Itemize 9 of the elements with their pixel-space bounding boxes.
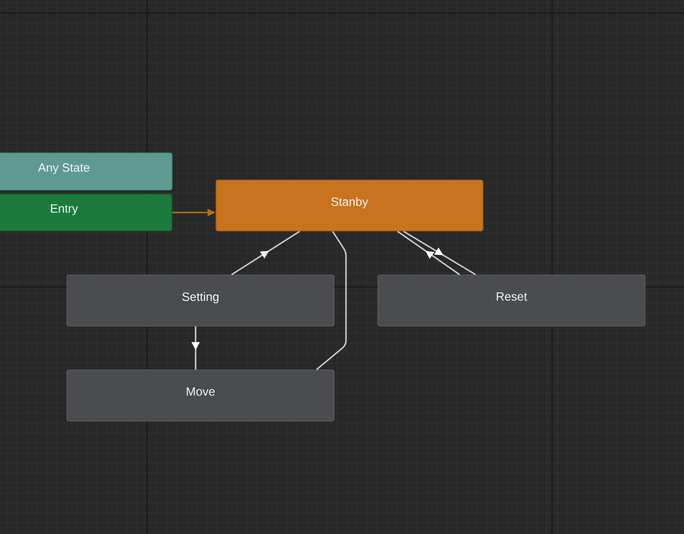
transition-arrow [403,230,476,276]
state-box: Any State [0,152,172,190]
transition-arrow [397,230,460,276]
state-box: Move [66,370,334,422]
state-box: Entry [0,194,172,232]
state-box: Stanby [216,180,484,232]
state-box: Reset [378,274,646,326]
state-box: Setting [66,274,334,326]
transition-arrow [231,230,300,276]
